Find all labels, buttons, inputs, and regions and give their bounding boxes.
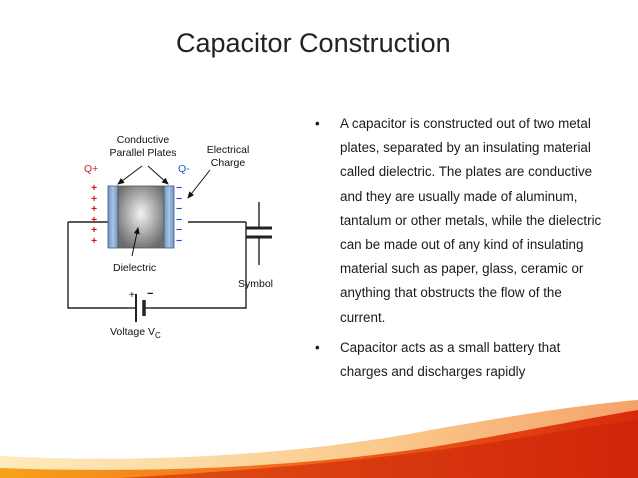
charge-label-line2: Charge <box>210 157 246 169</box>
q-plus-label: Q+ <box>84 163 99 175</box>
dielectric-block <box>117 185 165 249</box>
electrical-charge-label: Electrical Charge <box>200 144 256 170</box>
bullet-text: Capacitor acts as a small battery that c… <box>340 339 561 380</box>
symbol-label: Symbol <box>238 278 274 290</box>
bullet-list: • A capacitor is constructed out of two … <box>312 112 602 390</box>
arrow-charge <box>187 169 211 199</box>
footer-wave-decoration <box>0 400 638 478</box>
conductive-label-line2: Parallel Plates <box>109 147 177 159</box>
minus-charges: − − − − − − <box>176 182 183 247</box>
battery-plus-sign: + <box>129 290 135 301</box>
battery-minus-sign: − <box>147 288 154 300</box>
bullet-mark: • <box>315 339 320 355</box>
capacitor-diagram-graphic <box>67 165 272 322</box>
arrow-right-plate <box>147 165 169 185</box>
capacitor-diagram: Conductive Parallel Plates Electrical Ch… <box>60 128 300 348</box>
circuit-wire-left <box>67 222 128 309</box>
dielectric-label: Dielectric <box>113 262 157 274</box>
bullet-mark: • <box>315 116 320 131</box>
arrow-left-plate <box>117 165 143 185</box>
bullet-item-2: • Capacitor acts as a small battery that… <box>312 336 602 384</box>
left-plate <box>107 185 119 249</box>
circuit-wire-right <box>152 222 247 309</box>
charge-label-line1: Electrical <box>206 144 250 156</box>
bullet-item-1: • A capacitor is constructed out of two … <box>312 112 602 330</box>
q-minus-label: Q- <box>178 163 190 175</box>
plus-charges: + + + + + + <box>91 182 98 247</box>
voltage-label-text: Voltage V <box>110 326 155 338</box>
arrow-dielectric <box>131 227 140 257</box>
conductive-label-line1: Conductive <box>116 134 170 146</box>
conductive-plates-label: Conductive Parallel Plates <box>108 134 178 160</box>
voltage-label: Voltage VC <box>110 326 161 342</box>
right-plate <box>163 185 175 249</box>
bullet-text: A capacitor is constructed out of two me… <box>340 116 602 325</box>
slide-title: Capacitor Construction <box>176 28 451 58</box>
voltage-subscript: C <box>154 331 161 341</box>
